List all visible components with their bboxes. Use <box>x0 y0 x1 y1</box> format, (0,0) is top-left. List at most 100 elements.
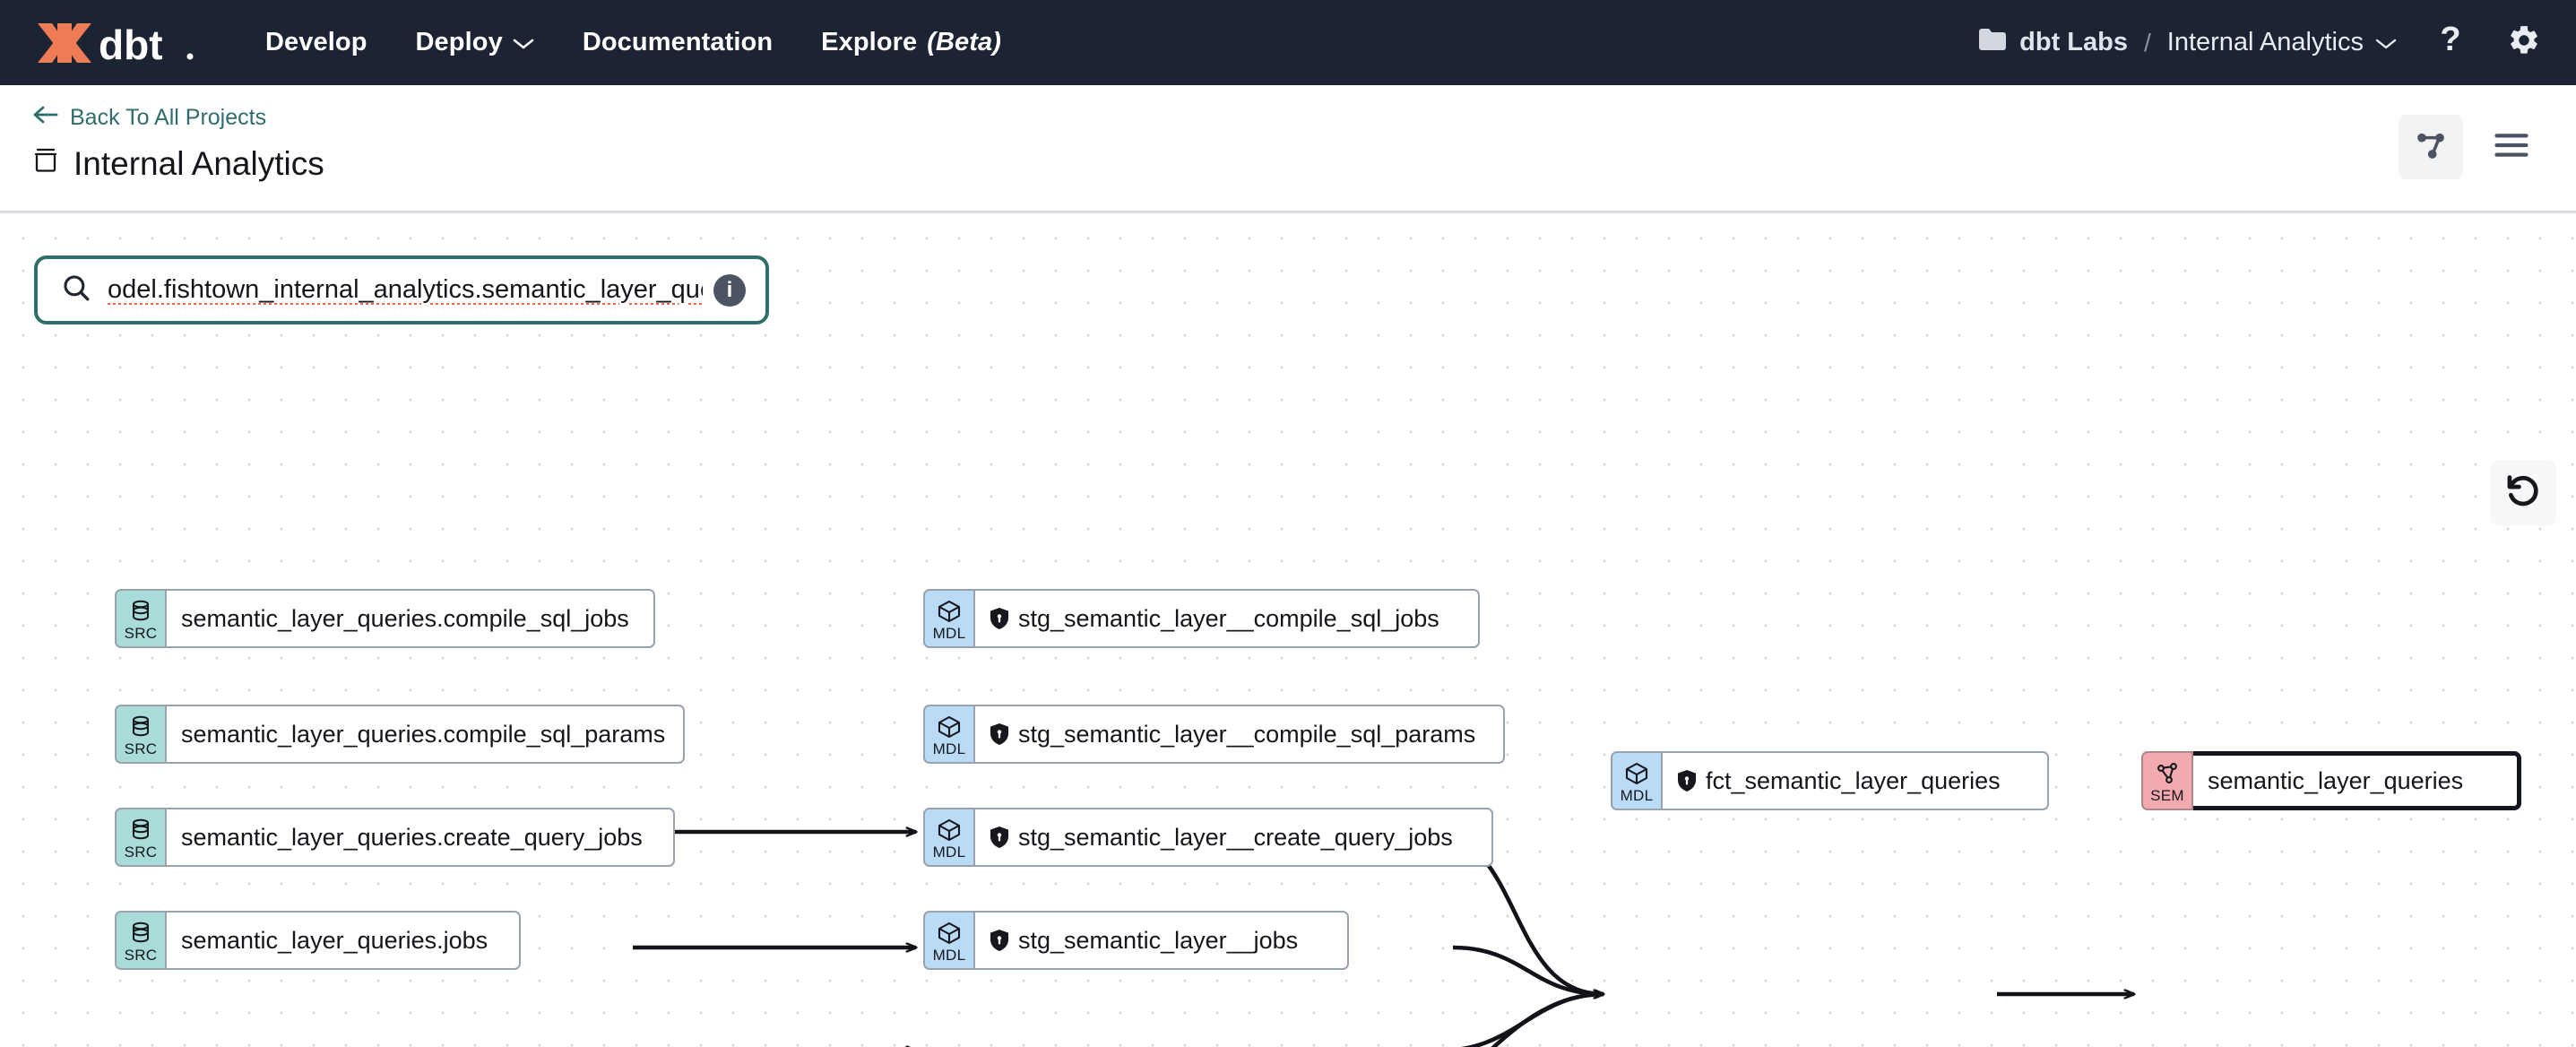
lineage-node-mdl3[interactable]: MDL stg_semantic_layer__create_query_jobs <box>923 808 1493 867</box>
node-type-label: SRC <box>124 843 158 861</box>
back-to-all-projects-label: Back To All Projects <box>70 105 267 130</box>
node-type-badge-mdl: MDL <box>923 808 975 867</box>
settings-button[interactable] <box>2504 23 2544 63</box>
nav-item-explore-label: Explore <box>821 28 918 56</box>
node-type-badge-src: SRC <box>115 589 167 648</box>
cube-icon <box>937 597 962 624</box>
info-icon[interactable]: i <box>713 273 746 307</box>
breadcrumb-separator: / <box>2143 28 2151 56</box>
primary-nav: Develop Deploy Documentation Explore (Be… <box>265 28 1001 57</box>
node-label: semantic_layer_queries.create_query_jobs <box>181 823 643 851</box>
node-search-box[interactable]: odel.fishtown_internal_analytics.semanti… <box>34 255 769 324</box>
node-type-label: SRC <box>124 624 158 642</box>
node-type-label: MDL <box>932 740 966 757</box>
breadcrumb-project[interactable]: Internal Analytics <box>2167 28 2397 57</box>
reset-zoom-icon <box>2504 472 2542 515</box>
node-label: semantic_layer_queries <box>2208 766 2464 794</box>
nav-item-deploy-label: Deploy <box>415 28 503 56</box>
node-type-label: SEM <box>2150 786 2184 804</box>
breadcrumb-organization-label: dbt Labs <box>2019 28 2128 56</box>
search-icon <box>61 273 91 307</box>
node-label: stg_semantic_layer__create_query_jobs <box>1018 823 1453 851</box>
database-icon <box>129 919 152 946</box>
lineage-node-mdl1[interactable]: MDL stg_semantic_layer__compile_sql_jobs <box>923 589 1480 648</box>
node-body[interactable]: stg_semantic_layer__compile_sql_params <box>975 705 1505 764</box>
subheader-actions <box>2399 115 2544 179</box>
access-shield-icon <box>990 929 1009 952</box>
svg-text:?: ? <box>2440 22 2460 58</box>
lineage-node-src4[interactable]: SRC semantic_layer_queries.jobs <box>115 911 521 970</box>
arrow-left-icon <box>32 105 59 131</box>
node-type-badge-mdl: MDL <box>923 589 975 648</box>
node-type-label: MDL <box>932 843 966 861</box>
node-type-label: MDL <box>1620 786 1654 804</box>
node-type-badge-src: SRC <box>115 808 167 867</box>
database-icon <box>129 713 152 740</box>
question-mark-icon: ? <box>2435 21 2466 63</box>
nav-item-deploy[interactable]: Deploy <box>416 28 534 57</box>
node-body[interactable]: semantic_layer_queries <box>2193 751 2521 810</box>
lineage-node-src2[interactable]: SRC semantic_layer_queries.compile_sql_pa… <box>115 705 685 764</box>
access-shield-icon <box>990 607 1009 630</box>
nav-item-explore[interactable]: Explore (Beta) <box>821 28 1001 57</box>
node-body[interactable]: stg_semantic_layer__compile_sql_jobs <box>975 589 1480 648</box>
breadcrumb-organization[interactable]: dbt Labs <box>1977 27 2128 59</box>
lineage-node-src3[interactable]: SRC semantic_layer_queries.create_query_j… <box>115 808 675 867</box>
node-type-label: MDL <box>932 946 966 964</box>
hamburger-menu-icon <box>2494 130 2529 165</box>
reset-view-button[interactable] <box>2490 460 2556 526</box>
nav-item-documentation[interactable]: Documentation <box>583 28 773 57</box>
node-label: semantic_layer_queries.compile_sql_jobs <box>181 604 629 632</box>
menu-button[interactable] <box>2479 115 2544 179</box>
database-icon <box>32 144 59 183</box>
semantic-model-icon <box>2155 759 2180 786</box>
node-type-label: MDL <box>932 624 966 642</box>
lineage-node-src1[interactable]: SRC semantic_layer_queries.compile_sql_jo… <box>115 589 655 648</box>
node-body[interactable]: semantic_layer_queries.compile_sql_param… <box>167 705 685 764</box>
chevron-down-icon <box>2375 28 2397 57</box>
gear-icon <box>2507 23 2541 62</box>
node-type-badge-mdl: MDL <box>923 705 975 764</box>
search-input[interactable]: odel.fishtown_internal_analytics.semanti… <box>108 275 703 304</box>
lineage-canvas[interactable]: odel.fishtown_internal_analytics.semanti… <box>0 213 2576 1047</box>
breadcrumb-project-label: Internal Analytics <box>2166 28 2364 56</box>
access-shield-icon <box>1677 769 1697 792</box>
node-body[interactable]: semantic_layer_queries.jobs <box>167 911 521 970</box>
nav-item-documentation-label: Documentation <box>582 28 774 56</box>
node-label: stg_semantic_layer__compile_sql_jobs <box>1018 604 1439 632</box>
node-type-badge-src: SRC <box>115 911 167 970</box>
dbt-logo[interactable]: dbt <box>32 18 212 68</box>
back-to-all-projects-link[interactable]: Back To All Projects <box>32 105 266 131</box>
nav-item-develop-label: Develop <box>265 28 367 56</box>
lineage-node-sem[interactable]: SEM semantic_layer_queries <box>2141 751 2521 810</box>
node-label: fct_semantic_layer_queries <box>1706 766 2001 794</box>
nav-item-explore-beta-tag: (Beta) <box>927 28 1002 56</box>
database-icon <box>129 816 152 843</box>
node-body[interactable]: stg_semantic_layer__jobs <box>975 911 1349 970</box>
node-body[interactable]: fct_semantic_layer_queries <box>1663 751 2049 810</box>
node-body[interactable]: stg_semantic_layer__create_query_jobs <box>975 808 1493 867</box>
lineage-node-fct[interactable]: MDL fct_semantic_layer_queries <box>1611 751 2049 810</box>
nav-right-cluster: dbt Labs / Internal Analytics ? <box>1977 21 2544 63</box>
page-title-label: Internal Analytics <box>73 144 324 182</box>
edge-mdl2-fct <box>1452 945 1604 994</box>
node-body[interactable]: semantic_layer_queries.compile_sql_jobs <box>167 589 655 648</box>
access-shield-icon <box>990 826 1009 849</box>
lineage-view-button[interactable] <box>2399 115 2463 179</box>
lineage-node-mdl2[interactable]: MDL stg_semantic_layer__compile_sql_param… <box>923 705 1505 764</box>
cube-icon <box>937 816 962 843</box>
node-type-badge-sem: SEM <box>2141 751 2193 810</box>
node-body[interactable]: semantic_layer_queries.create_query_jobs <box>167 808 675 867</box>
database-icon <box>129 597 152 624</box>
node-type-label: SRC <box>124 740 158 757</box>
node-type-badge-src: SRC <box>115 705 167 764</box>
chevron-down-icon <box>513 28 534 57</box>
lineage-node-mdl4[interactable]: MDL stg_semantic_layer__jobs <box>923 911 1349 970</box>
page-title: Internal Analytics <box>32 144 2544 183</box>
help-button[interactable]: ? <box>2431 21 2470 63</box>
access-shield-icon <box>990 723 1009 746</box>
nav-item-develop[interactable]: Develop <box>265 28 367 57</box>
node-label: stg_semantic_layer__compile_sql_params <box>1018 720 1476 748</box>
cube-icon <box>937 713 962 740</box>
node-type-label: SRC <box>124 946 158 964</box>
